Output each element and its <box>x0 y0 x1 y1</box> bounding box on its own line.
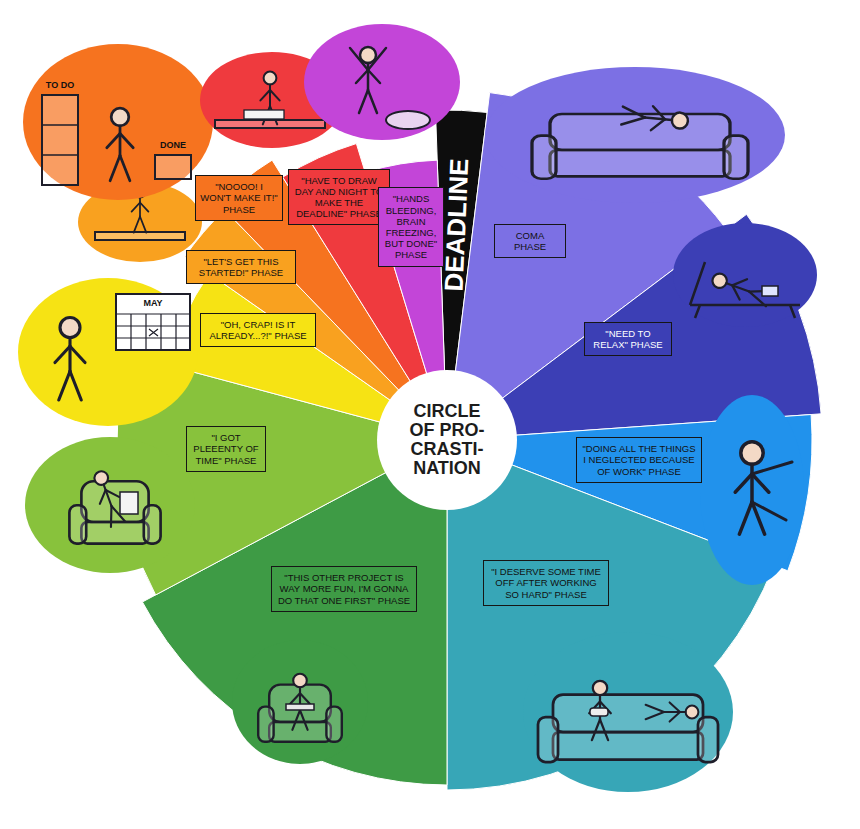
sketchbook <box>286 704 314 710</box>
phase-text: DEADLINE <box>440 158 472 292</box>
phase-text: "NEED TO RELAX" PHASE <box>589 328 667 350</box>
couch <box>538 695 718 763</box>
couch <box>532 114 748 179</box>
phase-box: "OH, CRAP! IS IT ALREADY...?!" PHASE <box>200 313 316 347</box>
paper <box>244 110 284 119</box>
illustration-blob <box>485 67 785 203</box>
phase-text: "THIS OTHER PROJECT IS WAY MORE FUN, I'M… <box>276 572 412 606</box>
phase-box: "I DESERVE SOME TIME OFF AFTER WORKING S… <box>483 560 609 606</box>
desk <box>95 232 185 240</box>
illustration-label: DONE <box>158 141 188 151</box>
phase-text: "LET'S GET THIS STARTED!" PHASE <box>191 256 291 278</box>
phase-text: "DOING ALL THE THINGS I NEGLECTED BECAUS… <box>581 443 697 477</box>
phase-text: "HAVE TO DRAW DAY AND NIGHT TO MAKE THE … <box>293 175 385 220</box>
done-box <box>155 155 191 179</box>
desk <box>215 120 325 128</box>
phase-box: "NEED TO RELAX" PHASE <box>584 322 672 356</box>
illustration-blob <box>232 640 368 764</box>
illustration-blob <box>673 223 817 327</box>
phase-text: "NOOOO! I WON'T MAKE IT!" PHASE <box>200 181 278 215</box>
todo-stack <box>42 95 78 185</box>
drawing-tablet <box>386 111 430 129</box>
calendar-grid <box>116 314 190 350</box>
person-figure <box>290 674 310 730</box>
person-figure <box>621 104 689 134</box>
illustration-blob <box>304 24 460 140</box>
illustration-blob <box>523 632 733 792</box>
person-figure <box>55 318 85 401</box>
raised-arms <box>350 48 386 70</box>
lounger <box>690 262 800 318</box>
title-circle: CIRCLE OF PRO- CRASTI- NATION <box>377 370 517 510</box>
person-figure <box>356 47 380 113</box>
illustration-blob <box>700 395 804 585</box>
phase-text: "I DESERVE SOME TIME OFF AFTER WORKING S… <box>488 566 604 600</box>
calendar <box>116 294 190 350</box>
person-figure <box>107 108 133 181</box>
phase-box: "DOING ALL THE THINGS I NEGLECTED BECAUS… <box>576 437 702 483</box>
illustration-label: TO DO <box>44 81 76 91</box>
phase-text: "I GOT PLEEENTY OF TIME" PHASE <box>191 432 261 466</box>
illustration-blob <box>23 44 213 200</box>
phase-text: COMA PHASE <box>499 230 561 252</box>
illustration-blob <box>18 278 198 426</box>
phase-box: "NOOOO! I WON'T MAKE IT!" PHASE <box>195 175 283 221</box>
game-controller <box>590 708 608 716</box>
phase-box: "HANDS BLEEDING, BRAIN FREEZING, BUT DON… <box>378 187 444 266</box>
phase-box: COMA PHASE <box>494 224 566 258</box>
phase-box: "I GOT PLEEENTY OF TIME" PHASE <box>186 426 266 472</box>
phase-text: "OH, CRAP! IS IT ALREADY...?!" PHASE <box>205 319 311 341</box>
karate-move <box>752 462 792 520</box>
phase-box: "THIS OTHER PROJECT IS WAY MORE FUN, I'M… <box>271 566 417 612</box>
laptop <box>762 286 778 296</box>
phase-box: "LET'S GET THIS STARTED!" PHASE <box>186 250 296 284</box>
person-figure <box>646 702 699 721</box>
person-figure <box>589 681 611 740</box>
book <box>120 492 138 514</box>
person-figure <box>735 442 769 534</box>
todo-stack-lines <box>42 125 78 155</box>
illustration-label: MAY <box>141 299 164 309</box>
phase-box: "HAVE TO DRAW DAY AND NIGHT TO MAKE THE … <box>288 169 390 226</box>
phase-text: "HANDS BLEEDING, BRAIN FREEZING, BUT DON… <box>383 193 439 260</box>
phase-text: CIRCLE OF PRO- CRASTI- NATION <box>405 402 489 478</box>
illustration-blob <box>25 437 195 573</box>
deadline-band: DEADLINE <box>440 154 472 296</box>
armchair <box>69 481 160 543</box>
